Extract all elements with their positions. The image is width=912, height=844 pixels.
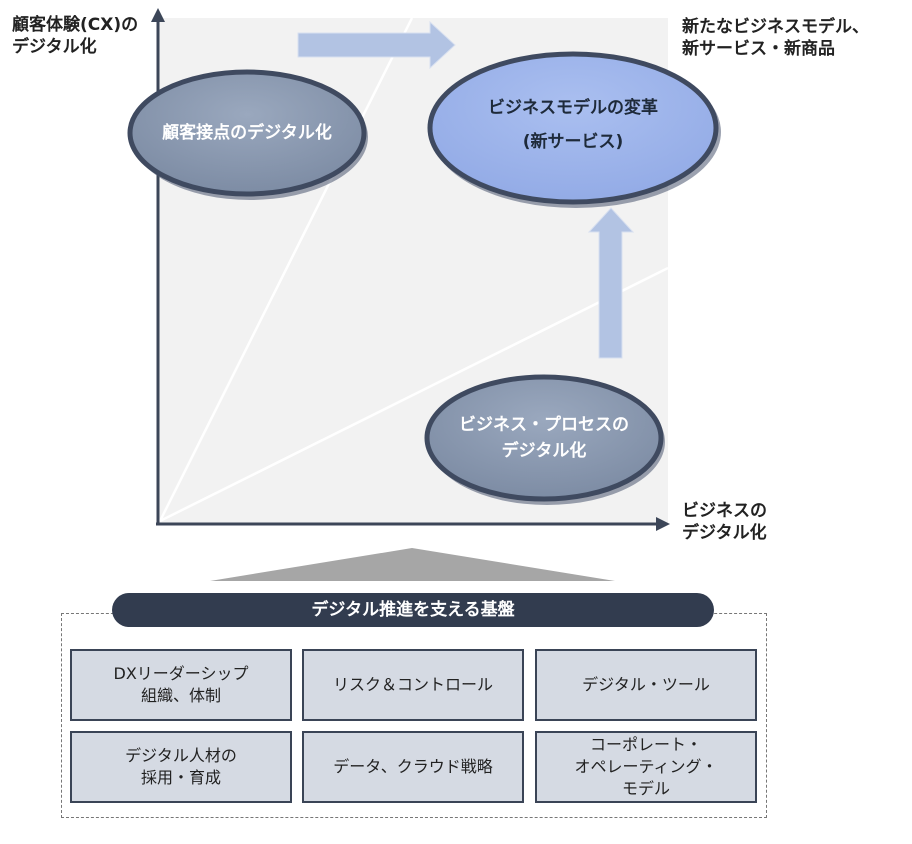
x-axis-label-line2: デジタル化 xyxy=(682,523,767,543)
diagonal-line-shallow xyxy=(159,266,669,523)
ellipse-process-label: ビジネス・プロセスの デジタル化 xyxy=(427,412,661,464)
foundation-cell-digital-talent: デジタル人材の 採用・育成 xyxy=(70,731,292,803)
up-arrow xyxy=(587,207,635,359)
ellipse-process-label-line1: ビジネス・プロセスの xyxy=(459,415,629,435)
y-axis-arrowhead xyxy=(151,8,165,22)
cell-text: データ、クラウド戦略 xyxy=(333,757,493,776)
top-right-label: 新たなビジネスモデル、 新サービス・新商品 xyxy=(682,16,869,60)
ellipse-model-label-line1: ビジネスモデルの変革 xyxy=(488,98,658,118)
cell-text: デジタル・ツール xyxy=(582,675,710,694)
top-right-label-line2: 新サービス・新商品 xyxy=(682,39,835,59)
top-right-label-line1: 新たなビジネスモデル、 xyxy=(682,17,869,37)
y-axis-label: 顧客体験(CX)の デジタル化 xyxy=(12,14,138,58)
cell-text: デジタル人材の 採用・育成 xyxy=(125,746,237,787)
foundation-cell-dx-leadership: DXリーダーシップ 組織、体制 xyxy=(70,649,292,721)
diagonal-line-steep xyxy=(158,17,414,522)
cell-text: リスク＆コントロール xyxy=(332,675,493,694)
ellipse-customer xyxy=(127,69,367,197)
foundation-cell-risk-control: リスク＆コントロール xyxy=(302,649,524,721)
ellipse-process-label-line2: デジタル化 xyxy=(501,441,587,461)
foundation-cell-data-cloud: データ、クラウド戦略 xyxy=(302,731,524,803)
right-arrow xyxy=(297,20,456,70)
cell-text: コーポレート・ オペレーティング・ モデル xyxy=(574,735,718,798)
y-axis-label-line2: デジタル化 xyxy=(12,37,97,57)
foundation-cell-operating-model: コーポレート・ オペレーティング・ モデル xyxy=(535,731,757,803)
foundation-title: デジタル推進を支える基盤 xyxy=(112,593,714,627)
cell-text: DXリーダーシップ 組織、体制 xyxy=(113,664,249,705)
x-axis-arrowhead xyxy=(656,517,670,531)
foundation-cell-digital-tools: デジタル・ツール xyxy=(535,649,757,721)
foundation-trapezoid xyxy=(210,548,615,581)
x-axis-label-line1: ビジネスの xyxy=(682,501,767,521)
ellipse-model-label-line2: (新サービス) xyxy=(522,132,624,152)
ellipse-customer-label: 顧客接点のデジタル化 xyxy=(162,123,332,143)
ellipse-model-label: ビジネスモデルの変革 (新サービス) xyxy=(430,95,716,155)
ellipse-model xyxy=(427,51,719,205)
ellipse-process xyxy=(424,374,664,502)
x-axis-label: ビジネスの デジタル化 xyxy=(682,500,767,544)
y-axis-label-line1: 顧客体験(CX)の xyxy=(12,15,139,35)
